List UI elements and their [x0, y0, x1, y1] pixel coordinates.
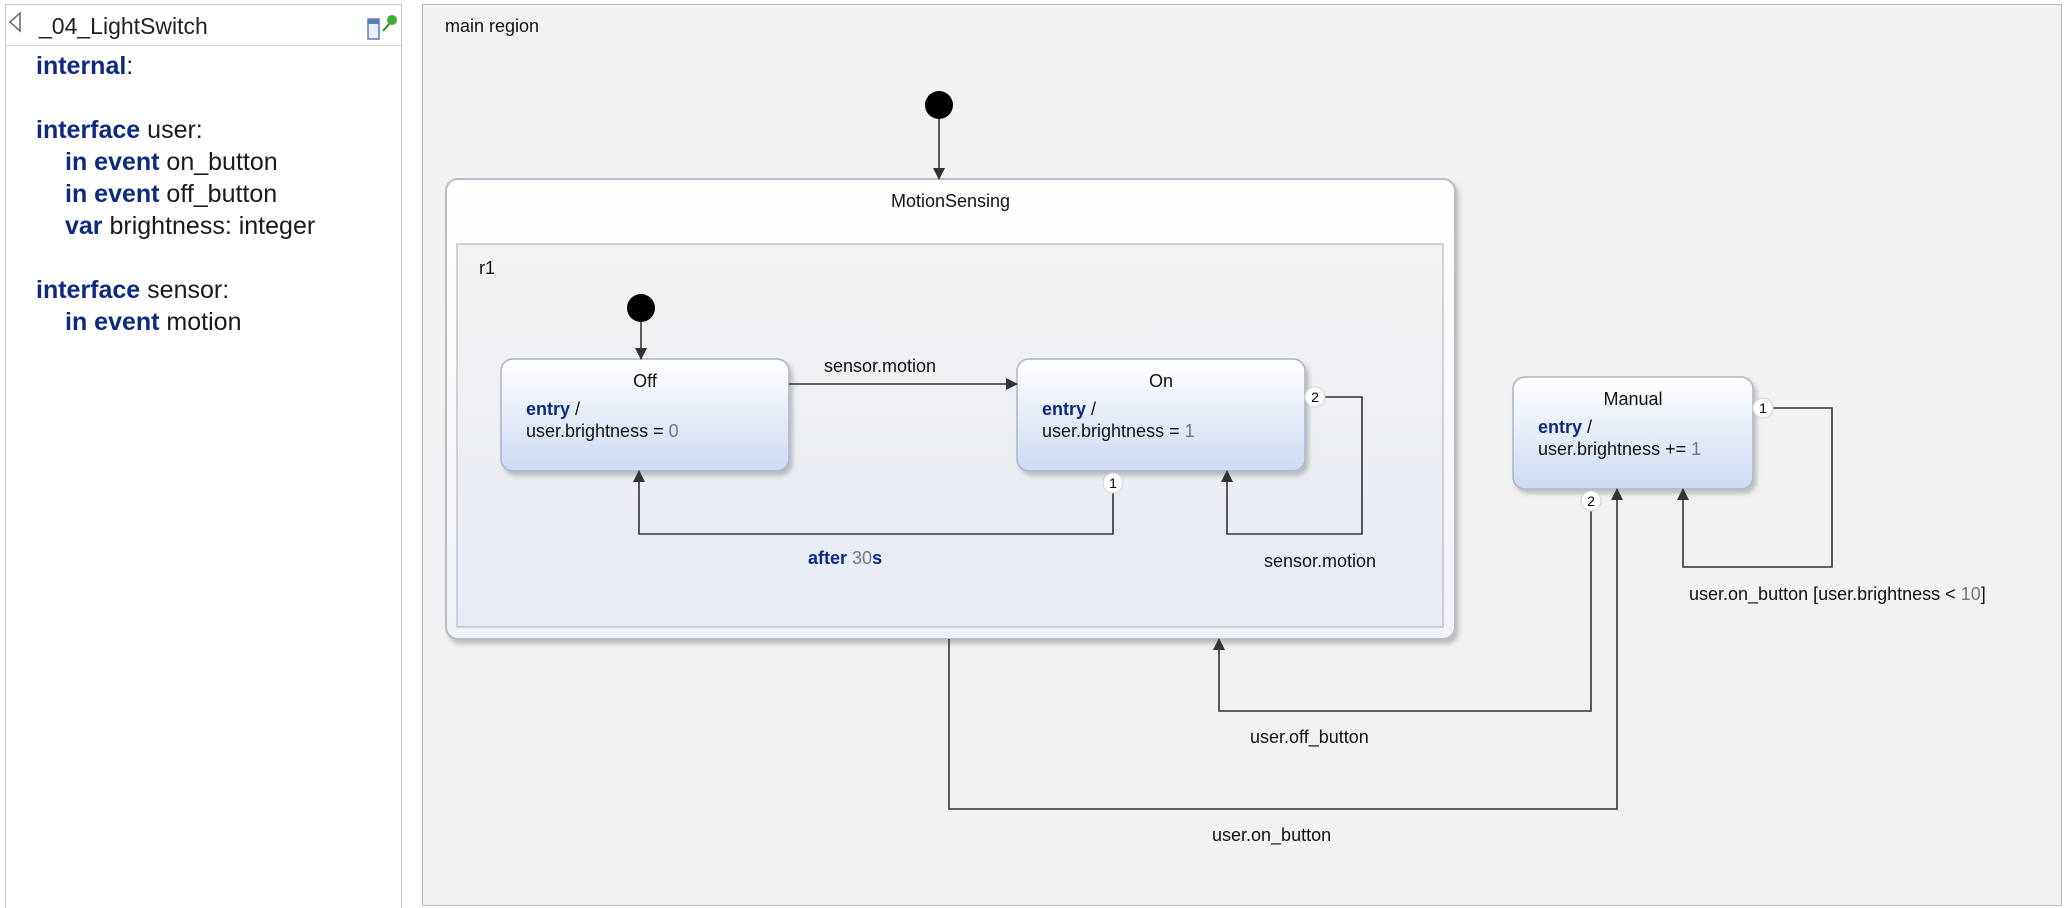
priority-badge-manual-to-motionsensing: 2: [1580, 490, 1602, 512]
priority-badge-on-to-off-text: 1: [1109, 475, 1117, 491]
manual-self-guard-suffix: ]: [1980, 584, 1986, 604]
definition-panel: _04_LightSwitch internal: interface user…: [5, 4, 402, 908]
manual-self-guard-value: 10: [1960, 584, 1981, 604]
transition-label-manual-to-motionsensing[interactable]: user.off_button: [1250, 727, 1369, 747]
collapse-triangle-icon[interactable]: [8, 11, 22, 33]
entry-separator: /: [570, 399, 581, 419]
transition-label-manual-self[interactable]: user.on_button [user.brightness < 10]: [1689, 584, 1986, 605]
after-keyword: after: [808, 548, 848, 568]
state-on-action-value: 1: [1184, 421, 1195, 441]
priority-badge-on-to-off: 1: [1102, 472, 1124, 494]
on-button-event: on_button: [159, 148, 278, 176]
interface-keyword: interface: [36, 276, 141, 304]
in-event-off-button-line: in event off_button: [65, 180, 277, 209]
manual-self-guard-prefix: user.on_button [user.brightness <: [1689, 584, 1961, 604]
entry-keyword: entry: [1538, 417, 1583, 437]
transition-label-off-to-on[interactable]: sensor.motion: [824, 356, 937, 376]
state-off-action-value: 0: [668, 421, 679, 441]
internal-keyword: internal: [36, 52, 127, 80]
off-button-event: off_button: [159, 180, 278, 208]
in-event-keyword: in event: [65, 308, 160, 336]
transition-motionsensing-to-manual[interactable]: [948, 488, 1623, 810]
var-keyword: var: [65, 212, 103, 240]
internal-colon: :: [126, 52, 134, 80]
transition-label-motionsensing-to-manual[interactable]: user.on_button: [1212, 825, 1332, 845]
in-event-keyword: in event: [65, 148, 160, 176]
state-off-action: user.brightness =: [526, 421, 669, 441]
pin-icon[interactable]: [365, 11, 399, 41]
transition-manual-self[interactable]: [1677, 407, 1833, 568]
priority-badge-manual-self: 1: [1752, 397, 1774, 419]
composite-state-name: MotionSensing: [890, 191, 1011, 211]
state-on-action: user.brightness =: [1042, 421, 1185, 441]
motion-event: motion: [159, 308, 242, 336]
interface-user-line: interface user:: [36, 116, 203, 145]
priority-badge-on-self: 2: [1304, 386, 1326, 408]
panel-header: _04_LightSwitch: [6, 5, 401, 46]
state-off-entry: entry / user.brightness = 0: [526, 398, 679, 442]
main-region-label: main region: [445, 16, 540, 36]
state-on-entry: entry / user.brightness = 1: [1042, 398, 1195, 442]
state-off-name: Off: [633, 371, 657, 391]
in-event-motion-line: in event motion: [65, 308, 241, 337]
brightness-declaration: brightness: integer: [102, 212, 316, 240]
state-manual-action: user.brightness +=: [1538, 439, 1692, 459]
after-value: 30: [852, 548, 873, 568]
transition-label-on-to-off[interactable]: after 30s: [808, 548, 882, 569]
priority-badge-manual-self-text: 1: [1759, 400, 1767, 416]
priority-badge-manual-to-motionsensing-text: 2: [1587, 493, 1595, 509]
transition-label-on-self[interactable]: sensor.motion: [1264, 551, 1377, 571]
region-r1-label: r1: [479, 258, 496, 278]
entry-separator: /: [1086, 399, 1097, 419]
initial-state-main[interactable]: [925, 91, 953, 119]
transition-on-self[interactable]: [1221, 396, 1363, 535]
interface-user-name: user:: [140, 116, 203, 144]
state-on[interactable]: [1016, 358, 1306, 472]
in-event-on-button-line: in event on_button: [65, 148, 278, 177]
initial-state-r1[interactable]: [627, 294, 655, 322]
transition-manual-to-motionsensing[interactable]: [1213, 511, 1592, 712]
entry-keyword: entry: [526, 399, 571, 419]
state-manual-action-value: 1: [1691, 439, 1702, 459]
after-unit: s: [872, 548, 883, 568]
var-brightness-line: var brightness: integer: [65, 212, 315, 241]
priority-badge-on-self-text: 2: [1311, 389, 1319, 405]
state-manual[interactable]: [1512, 376, 1754, 490]
entry-separator: /: [1582, 417, 1593, 437]
state-manual-entry: entry / user.brightness += 1: [1538, 416, 1701, 460]
interface-sensor-name: sensor:: [140, 276, 230, 304]
entry-keyword: entry: [1042, 399, 1087, 419]
in-event-keyword: in event: [65, 180, 160, 208]
state-on-name: On: [1148, 371, 1173, 391]
internal-line: internal:: [36, 52, 133, 81]
panel-title: _04_LightSwitch: [39, 13, 208, 39]
transition-on-to-off[interactable]: [633, 470, 1114, 535]
state-manual-name: Manual: [1603, 389, 1663, 409]
interface-sensor-line: interface sensor:: [36, 276, 229, 305]
interface-keyword: interface: [36, 116, 141, 144]
